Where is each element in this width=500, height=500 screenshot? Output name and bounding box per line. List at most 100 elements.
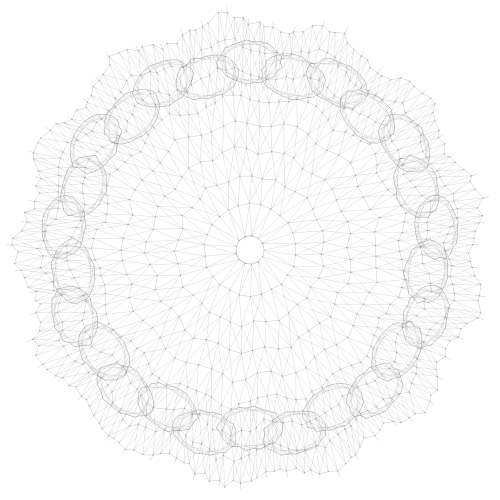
graph-node	[390, 79, 392, 81]
graph-edge	[414, 226, 417, 234]
graph-node	[415, 366, 417, 368]
graph-edge	[347, 42, 355, 50]
graph-edge	[350, 412, 355, 417]
graph-edge	[154, 117, 158, 125]
graph-edge	[338, 395, 343, 405]
graph-edge	[224, 44, 233, 49]
graph-node	[105, 313, 107, 315]
graph-edge	[420, 130, 440, 142]
graph-edge	[181, 167, 189, 177]
graph-edge	[217, 67, 247, 85]
graph-node	[432, 111, 434, 114]
graph-edge	[278, 79, 294, 102]
graph-node	[159, 162, 161, 164]
graph-edge	[200, 161, 218, 186]
graph-edge	[226, 442, 261, 450]
graph-edge	[431, 291, 455, 301]
graph-edge	[270, 179, 276, 209]
graph-edge	[297, 102, 309, 127]
graph-edge	[234, 146, 252, 177]
graph-edge	[376, 149, 399, 174]
graph-node	[58, 302, 60, 304]
graph-edge	[308, 25, 324, 53]
graph-edge	[108, 56, 132, 76]
graph-edge	[248, 24, 252, 51]
graph-edge	[117, 119, 120, 127]
graph-edge	[206, 259, 240, 268]
graph-edge	[71, 227, 77, 238]
graph-node	[382, 422, 385, 424]
graph-node	[246, 122, 248, 124]
graph-node	[394, 341, 397, 343]
graph-edge	[397, 159, 422, 166]
graph-edge	[204, 473, 210, 482]
graph-edge	[228, 146, 235, 183]
graph-edge	[76, 396, 82, 401]
graph-edge	[264, 346, 283, 377]
graph-edge	[395, 163, 424, 171]
graph-node	[429, 163, 432, 165]
graph-edge	[92, 86, 116, 99]
graph-edge	[380, 410, 387, 414]
graph-edge	[250, 397, 258, 402]
graph-edge	[311, 154, 340, 175]
graph-edge	[28, 150, 34, 154]
graph-edge	[126, 49, 141, 76]
graph-edge	[223, 89, 230, 95]
graph-edge	[426, 157, 431, 164]
graph-edge	[319, 48, 328, 53]
graph-edge	[100, 365, 106, 369]
graph-node	[376, 72, 379, 74]
graph-edge	[372, 342, 377, 349]
graph-edge	[325, 384, 333, 387]
graph-edge	[159, 357, 176, 378]
graph-edge	[441, 327, 446, 336]
graph-edge	[86, 130, 93, 135]
graph-edge	[117, 137, 120, 145]
graph-edge	[435, 369, 438, 377]
graph-edge	[142, 104, 150, 107]
graph-edge	[147, 386, 182, 391]
graph-edge	[100, 391, 103, 400]
graph-edge	[201, 20, 203, 27]
graph-edge	[101, 119, 127, 132]
graph-edge	[407, 250, 412, 287]
graph-edge	[127, 114, 133, 122]
graph-edge	[369, 121, 376, 145]
graph-edge	[479, 284, 481, 296]
graph-edge	[350, 425, 356, 455]
graph-edge	[86, 399, 90, 407]
graph-edge	[102, 146, 132, 156]
graph-edge	[370, 194, 395, 210]
graph-edge	[435, 241, 448, 271]
graph-edge	[438, 137, 445, 144]
graph-edge	[137, 392, 140, 399]
graph-edge	[450, 276, 481, 285]
graph-edge	[174, 411, 207, 421]
graph-edge	[398, 296, 425, 309]
graph-edge	[120, 92, 135, 106]
graph-node	[192, 441, 194, 443]
graph-edge	[424, 308, 437, 324]
graph-edge	[319, 323, 325, 350]
graph-node	[211, 159, 214, 162]
graph-edge	[358, 89, 367, 94]
graph-edge	[330, 316, 348, 338]
graph-edge	[53, 320, 75, 348]
graph-node	[70, 236, 73, 238]
graph-edge	[421, 159, 439, 191]
graph-edge	[294, 173, 313, 192]
graph-edge	[201, 135, 213, 161]
graph-node	[359, 446, 361, 448]
graph-edge	[51, 286, 74, 300]
graph-edge	[95, 76, 100, 81]
graph-edge	[185, 435, 190, 464]
graph-edge	[361, 392, 363, 399]
graph-edge	[56, 218, 81, 221]
graph-node	[242, 46, 244, 48]
graph-edge	[296, 450, 298, 469]
graph-edge	[101, 110, 109, 120]
graph-edge	[385, 151, 391, 158]
graph-node	[285, 397, 288, 399]
graph-edge	[43, 213, 48, 250]
